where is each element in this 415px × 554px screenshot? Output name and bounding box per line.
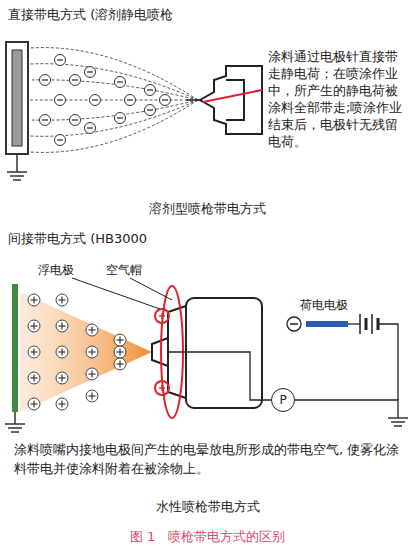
workpiece-plate <box>12 284 18 412</box>
ground-wire <box>168 324 398 418</box>
negative-charge <box>40 55 171 146</box>
description-note: 涂料喷嘴内接地电极间产生的电晕放电所形成的带电空气, 使雾化涂料带电并使涂料附着… <box>14 440 406 478</box>
figure-caption: 图 1 喷枪带电方式的区别 <box>0 528 415 546</box>
spray-cone <box>20 292 152 412</box>
section-heading: 直接带电方式 (溶剂静电喷枪 <box>8 6 268 23</box>
charge-electrode <box>306 321 348 327</box>
callout-note: 涂料通过电极针直接带走静电荷；在喷涂作业中，所产生的静电荷被涂料全部带走;喷涂作… <box>268 48 408 150</box>
positive-charge <box>28 294 126 410</box>
electrode-charge <box>287 317 301 331</box>
spray-lines <box>30 48 198 153</box>
float-electrode-charge <box>159 313 165 391</box>
part-label: 浮电极 <box>38 262 98 278</box>
spray-gun <box>186 66 262 134</box>
sub-caption: 溶剂型喷枪带电方式 <box>0 200 415 217</box>
battery-symbol <box>348 314 378 334</box>
section-heading: 间接带电方式 (HB3000 <box>8 230 268 247</box>
ground-symbol <box>5 412 25 432</box>
part-label: 荷电电极 <box>300 297 380 313</box>
spray-gun <box>152 298 262 408</box>
ground-symbol <box>388 418 408 426</box>
leader-line <box>203 90 262 102</box>
sub-caption: 水性喷枪带电方式 <box>0 498 415 515</box>
workpiece-plate <box>6 42 28 154</box>
part-label: 空气帽 <box>106 262 166 278</box>
pump-symbol: P <box>271 388 295 412</box>
leader-line <box>72 278 172 309</box>
node-text: P <box>279 394 286 406</box>
ground-symbol <box>7 154 27 180</box>
